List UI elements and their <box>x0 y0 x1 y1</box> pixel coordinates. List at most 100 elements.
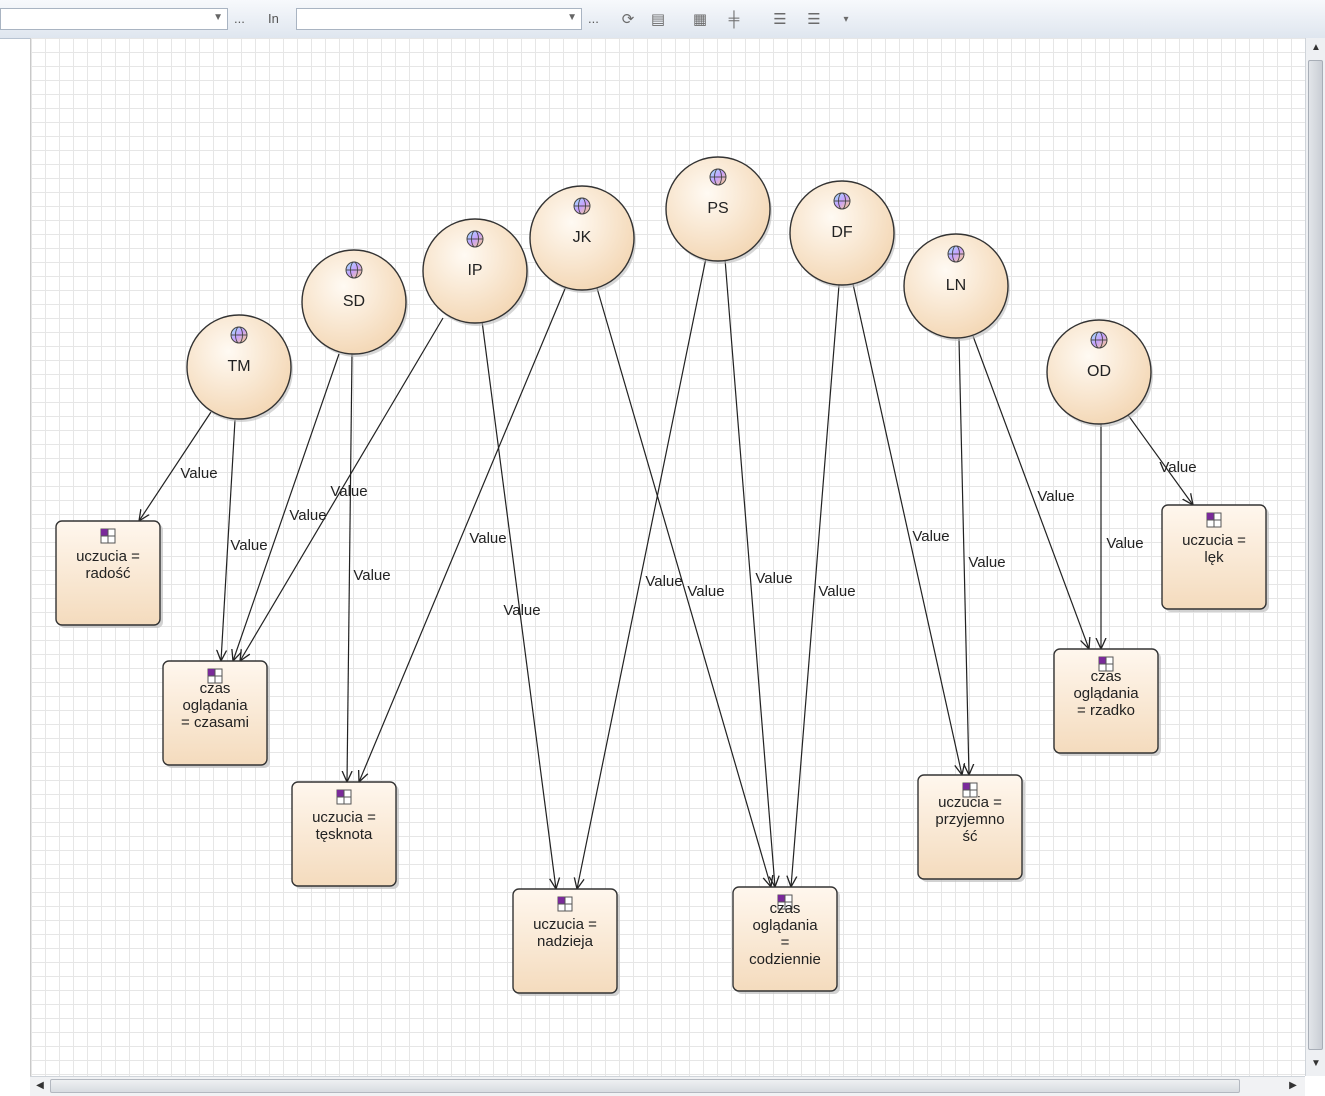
node-ps[interactable]: PS <box>665 156 772 264</box>
edge-line[interactable] <box>139 411 212 521</box>
value-box-label: czas <box>770 900 801 917</box>
node-body[interactable] <box>301 249 407 355</box>
edge-ln-przyjemnosc[interactable]: Value <box>958 338 1006 775</box>
edge-line[interactable] <box>972 335 1089 649</box>
node-ln[interactable]: LN <box>903 233 1010 341</box>
node-body[interactable] <box>789 180 895 286</box>
value-box-body[interactable] <box>291 781 397 887</box>
edge-line[interactable] <box>724 258 775 887</box>
align-icon[interactable]: ╪ <box>728 11 740 28</box>
in-browse-button[interactable]: ... <box>588 11 599 26</box>
edge-line[interactable] <box>481 320 556 889</box>
value-box-nadzieja[interactable]: uczucia =nadzieja <box>512 888 620 996</box>
node-od[interactable]: OD <box>1046 319 1153 427</box>
instance-grid-icon <box>100 528 116 544</box>
edge-line[interactable] <box>791 284 840 887</box>
node-jk[interactable]: JK <box>529 185 636 293</box>
scope-combo[interactable]: ▼ <box>0 8 228 30</box>
edge-jk-tesknota[interactable]: Value <box>359 283 568 782</box>
scope-browse-button[interactable]: ... <box>234 11 245 26</box>
edge-ip-nadzieja[interactable]: Value <box>481 320 556 889</box>
edge-line[interactable] <box>852 283 962 775</box>
vertical-scroll-thumb[interactable] <box>1308 60 1323 1050</box>
outdent-icon[interactable]: ☰ <box>807 11 821 28</box>
edge-tm-czasami[interactable]: Value <box>221 419 268 661</box>
edge-ln-rzadko[interactable]: Value <box>972 335 1089 649</box>
edge-ps-nadzieja[interactable]: Value <box>577 257 707 889</box>
value-box-body[interactable] <box>1053 648 1159 754</box>
scroll-left-icon[interactable]: ◀ <box>36 1080 44 1091</box>
value-box-label: czas <box>1091 668 1122 685</box>
value-box-body[interactable] <box>732 886 838 992</box>
edge-line[interactable] <box>347 353 352 782</box>
edge-tm-radosc[interactable]: Value <box>139 411 218 521</box>
edge-line[interactable] <box>233 353 340 661</box>
node-body[interactable] <box>529 185 635 291</box>
edge-jk-codziennie[interactable]: Value <box>596 287 771 887</box>
horizontal-scrollbar[interactable]: ◀ ▶ <box>30 1076 1305 1096</box>
edge-ip-czasami[interactable]: Value <box>240 317 444 661</box>
node-label: DF <box>831 224 853 241</box>
hierarchy-icon[interactable]: ▦ <box>692 11 708 28</box>
node-df[interactable]: DF <box>789 180 896 288</box>
node-body[interactable] <box>186 314 292 420</box>
edge-line[interactable] <box>221 419 236 661</box>
node-body[interactable] <box>665 156 771 262</box>
edge-line[interactable] <box>577 257 707 889</box>
node-label: TM <box>227 358 250 375</box>
value-box-label: = <box>781 934 790 951</box>
instance-grid-icon <box>207 668 223 684</box>
value-box-body[interactable] <box>917 774 1023 880</box>
chevron-down-icon[interactable]: ▼ <box>213 12 223 23</box>
globe-icon <box>573 197 591 215</box>
scroll-down-icon[interactable]: ▼ <box>1311 1058 1321 1069</box>
edge-line[interactable] <box>1127 414 1193 505</box>
value-box-lek[interactable]: uczucia =lęk <box>1161 504 1269 612</box>
horizontal-scroll-thumb[interactable] <box>50 1079 1240 1093</box>
edge-line[interactable] <box>240 317 444 661</box>
instance-grid-icon <box>962 782 978 798</box>
edge-df-przyjemnosc[interactable]: Value <box>852 283 962 775</box>
node-sd[interactable]: SD <box>301 249 408 357</box>
scroll-up-icon[interactable]: ▲ <box>1311 42 1321 53</box>
edge-sd-czasami[interactable]: Value <box>233 353 340 661</box>
node-tm[interactable]: TM <box>186 314 293 422</box>
node-body[interactable] <box>1046 319 1152 425</box>
value-box-tesknota[interactable]: uczucia =tęsknota <box>291 781 399 889</box>
edge-od-lek[interactable]: Value <box>1127 414 1197 505</box>
instance-grid-icon <box>777 894 793 910</box>
scroll-right-icon[interactable]: ▶ <box>1289 1080 1297 1091</box>
in-combo[interactable]: ▼ <box>296 8 582 30</box>
globe-icon <box>947 245 965 263</box>
chevron-down-icon[interactable]: ▼ <box>567 12 577 23</box>
edge-line[interactable] <box>359 283 568 782</box>
node-body[interactable] <box>903 233 1009 339</box>
print-icon[interactable]: ▤ <box>650 11 666 28</box>
node-ip[interactable]: IP <box>422 218 529 326</box>
value-box-body[interactable] <box>162 660 268 766</box>
edge-od-rzadko[interactable]: Value <box>1101 423 1144 649</box>
diagram[interactable]: ValueValueValueValueValueValueValueValue… <box>31 38 1306 1076</box>
globe-icon <box>466 230 484 248</box>
value-box-body[interactable] <box>55 520 161 626</box>
node-body[interactable] <box>422 218 528 324</box>
edge-sd-tesknota[interactable]: Value <box>347 353 391 782</box>
value-box-body[interactable] <box>512 888 618 994</box>
edge-line[interactable] <box>958 338 969 775</box>
vertical-scrollbar[interactable]: ▲ ▼ <box>1305 38 1325 1076</box>
edge-line[interactable] <box>596 287 771 887</box>
value-box-label: uczucia = <box>938 794 1002 811</box>
refresh-icon[interactable]: ⟳ <box>621 11 635 28</box>
value-box-radosc[interactable]: uczucia =radość <box>55 520 163 628</box>
more-icon[interactable]: ▾ <box>843 14 849 25</box>
edge-ps-codziennie[interactable]: Value <box>724 258 793 887</box>
value-box-body[interactable] <box>1161 504 1267 610</box>
edge-label: Value <box>469 530 506 547</box>
indent-icon[interactable]: ☰ <box>773 11 787 28</box>
edge-df-codziennie[interactable]: Value <box>791 284 856 887</box>
